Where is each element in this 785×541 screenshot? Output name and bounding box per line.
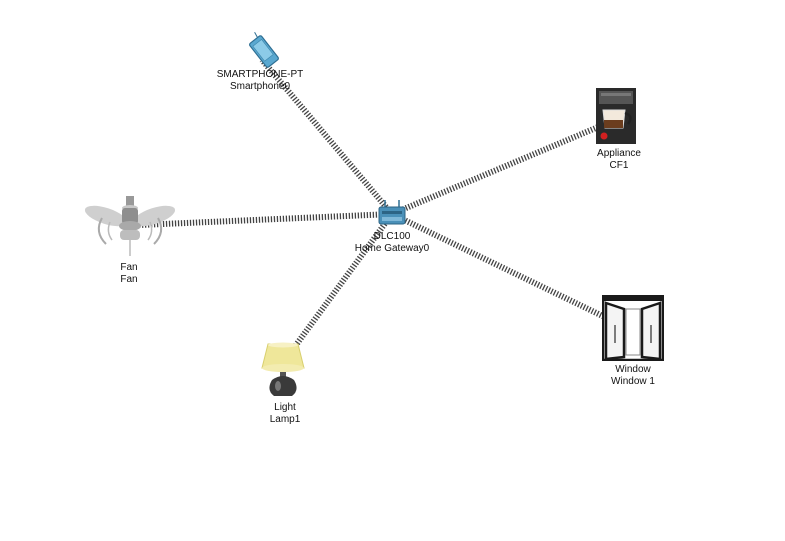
smartphone-type: SMARTPHONE-PT xyxy=(216,69,304,80)
coffee-maker-icon xyxy=(596,88,636,144)
smartphone-icon xyxy=(249,31,279,68)
gateway-label: DLC100 Home Gateway0 xyxy=(355,231,429,255)
light-name: Lamp1 xyxy=(269,414,301,425)
window-type: Window xyxy=(615,364,651,375)
connection-gateway-light[interactable] xyxy=(282,212,395,362)
light-type: Light xyxy=(274,402,296,413)
connection-gateway-window[interactable] xyxy=(390,211,617,325)
connection-gateway-appliance[interactable] xyxy=(390,119,612,217)
gateway-name: Home Gateway0 xyxy=(354,243,430,254)
device-light[interactable] xyxy=(258,342,308,400)
window-name: Window 1 xyxy=(611,376,655,387)
window-icon xyxy=(601,294,665,362)
lamp-icon xyxy=(261,342,305,396)
gateway-type: DLC100 xyxy=(373,231,411,242)
ceiling-fan-icon xyxy=(84,196,176,256)
fan-label: Fan Fan xyxy=(120,262,137,286)
device-appliance[interactable] xyxy=(594,86,640,148)
smartphone-name: Smartphone0 xyxy=(229,81,291,92)
home-gateway-icon xyxy=(378,200,406,225)
connection-gateway-smartphone[interactable] xyxy=(259,58,395,216)
window-label: Window Window 1 xyxy=(611,364,655,388)
device-home-gateway[interactable] xyxy=(376,198,408,230)
appliance-type: Appliance xyxy=(597,148,641,159)
appliance-label: Appliance CF1 xyxy=(597,148,641,172)
device-window[interactable] xyxy=(601,294,665,362)
device-fan[interactable] xyxy=(82,196,178,262)
fan-type: Fan xyxy=(120,262,138,273)
appliance-name: CF1 xyxy=(609,160,629,171)
fan-name: Fan xyxy=(120,274,138,285)
connection-gateway-fan[interactable] xyxy=(139,211,393,228)
smartphone-label: SMARTPHONE-PT Smartphone0 xyxy=(217,69,304,93)
device-smartphone[interactable] xyxy=(240,30,290,70)
light-label: Light Lamp1 xyxy=(270,402,301,426)
